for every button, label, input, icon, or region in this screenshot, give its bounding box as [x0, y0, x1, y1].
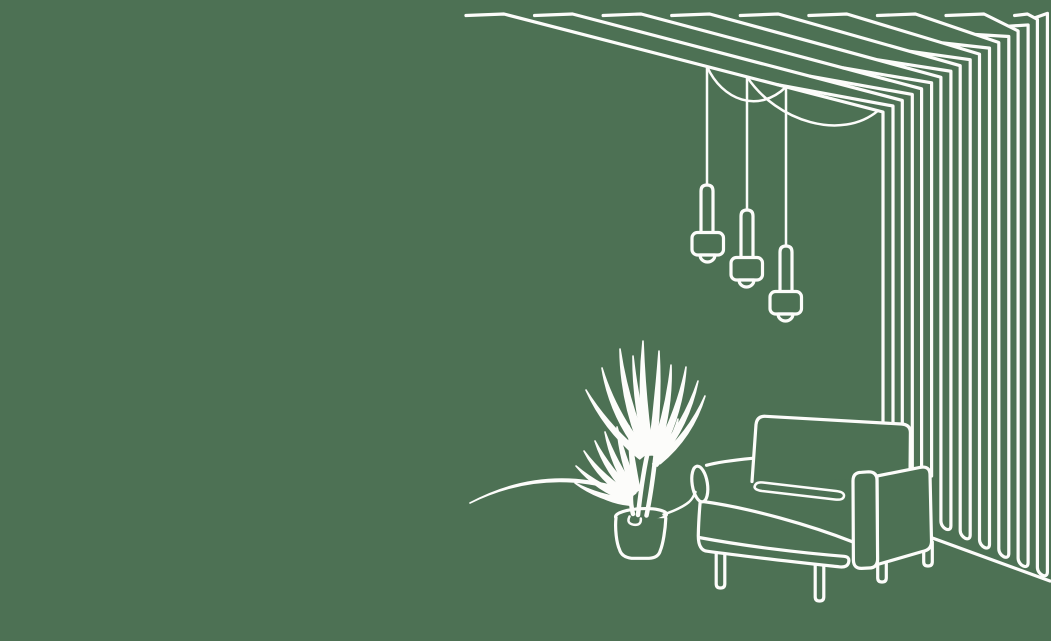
- pendant-lamps: [690, 65, 880, 323]
- pendant-lamp: [768, 85, 804, 323]
- chair-backrest-fill: [752, 416, 911, 482]
- slat-band: [944, 12, 1030, 569]
- slat-band: [1012, 11, 1049, 578]
- plant-leaf: [619, 348, 651, 454]
- chair-leg: [876, 559, 888, 584]
- cord-to-chair: [662, 490, 697, 516]
- slat-band: [464, 12, 885, 478]
- chair-backrest: [750, 414, 913, 484]
- seat-front-edge: [701, 499, 855, 544]
- right-armrest-outer: [875, 465, 934, 567]
- pendant-lamp: [729, 75, 765, 289]
- draped-cable: [745, 75, 880, 127]
- slat-band: [775, 82, 895, 478]
- ceiling-wall-slats: [464, 11, 1051, 583]
- chair-leg: [714, 549, 727, 590]
- plant-leaf: [632, 355, 652, 452]
- chair-leg: [813, 561, 826, 603]
- seat-cushion-crease: [753, 481, 846, 501]
- plant-leaf: [469, 478, 620, 504]
- plant-leaf: [651, 418, 679, 467]
- slat-band: [738, 12, 972, 541]
- chair-base-fill: [698, 501, 853, 568]
- potted-plant: [469, 340, 706, 560]
- lamp-neck: [739, 208, 755, 260]
- pot-soil-swirl: [627, 515, 643, 527]
- plant-leaf: [650, 364, 672, 456]
- lamp-shade: [690, 230, 726, 257]
- lamp-bulb: [737, 278, 756, 289]
- plant-leaf: [587, 488, 632, 506]
- pot-body: [614, 515, 668, 560]
- plant-leaf: [647, 350, 661, 454]
- lamp-neck: [699, 183, 715, 235]
- slat-band: [532, 12, 904, 478]
- plant-leaf: [653, 380, 699, 462]
- slat-band: [807, 12, 992, 550]
- lamp-neck: [778, 244, 794, 294]
- slat-band: [875, 12, 1011, 559]
- slat-band: [601, 12, 924, 478]
- left-armrest-top: [704, 456, 755, 467]
- slat-band: [841, 66, 934, 478]
- plant-leaf: [628, 425, 641, 492]
- slat-band: [670, 12, 953, 532]
- pendant-lamp: [690, 65, 726, 264]
- chair-base-outline: [696, 499, 851, 569]
- plant-leaf: [652, 366, 687, 458]
- armchair: [690, 414, 934, 603]
- draped-cable: [705, 65, 788, 103]
- pot-fill: [615, 517, 666, 559]
- slat-band: [808, 74, 914, 478]
- plant-leaf: [585, 389, 646, 460]
- lamp-bulb: [776, 312, 795, 323]
- lamp-shade: [768, 289, 804, 316]
- right-armrest-front: [851, 470, 880, 570]
- lamp-bulb: [698, 253, 717, 264]
- lamp-shade: [729, 255, 765, 282]
